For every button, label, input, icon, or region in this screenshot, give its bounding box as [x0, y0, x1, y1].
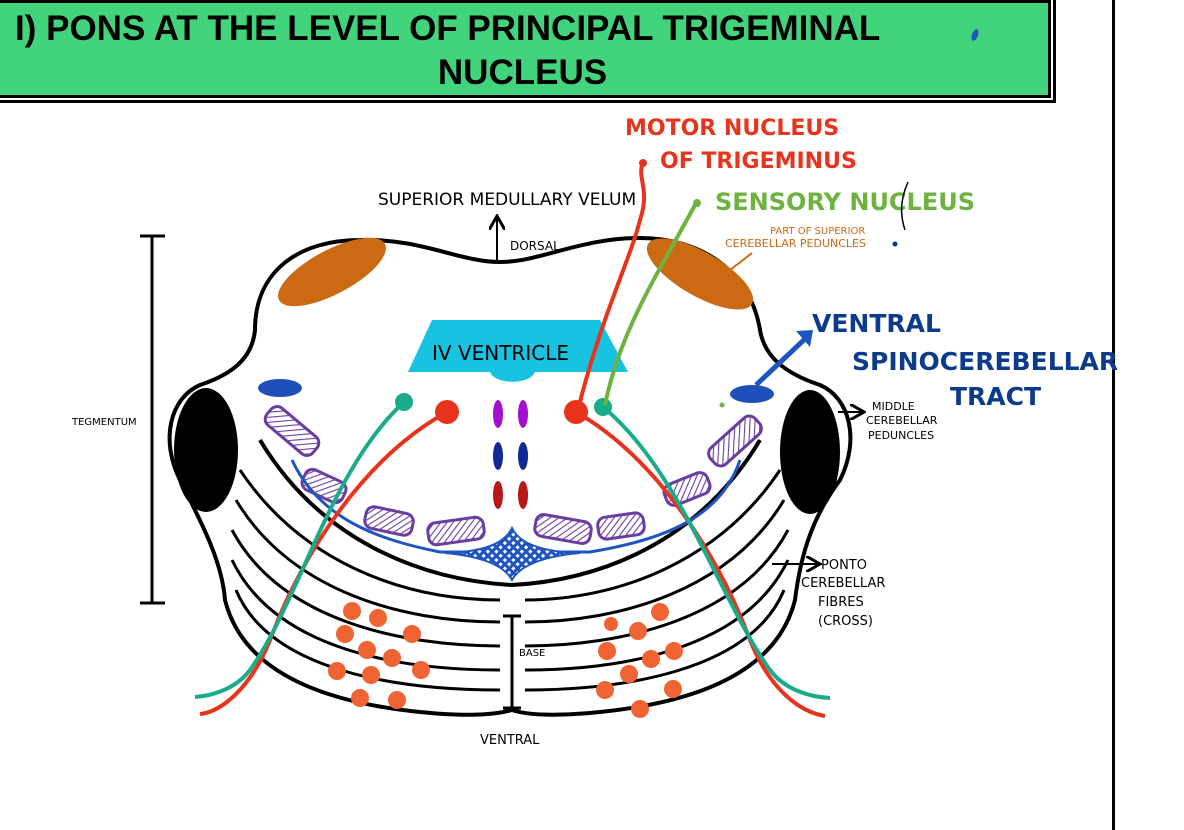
ventral-spino-label-2: SPINOCEREBELLAR — [852, 347, 1118, 376]
superior-cerebellar-pointer — [729, 252, 753, 271]
motor-tract-right — [575, 410, 826, 718]
fourth-ventricle — [408, 320, 628, 382]
midline-tracts — [493, 400, 528, 509]
title-line-1: I) PONS AT THE LEVEL OF PRINCIPAL TRIGEM… — [15, 9, 881, 48]
ventral-spinocerebellar-tract-left — [258, 379, 302, 397]
dorsal-label: DORSAL — [510, 239, 560, 253]
ventral-spino-pointer-head — [796, 330, 813, 347]
superior-cerebellar-peduncle-right — [646, 238, 754, 310]
teal-tract-left — [194, 400, 406, 699]
title-banner: I) PONS AT THE LEVEL OF PRINCIPAL TRIGEM… — [0, 0, 1051, 98]
sensory-nucleus-pointer — [603, 204, 697, 406]
sensory-nucleus-label: SENSORY NUCLEUS — [715, 188, 975, 216]
motor-nucleus-label-2: OF TRIGEMINUS — [660, 149, 857, 174]
medial-lemniscus — [263, 405, 763, 547]
middle-cerebellar-peduncle-right — [780, 390, 840, 514]
teal-tract-right — [601, 405, 831, 700]
teal-nucleus-left — [395, 393, 413, 411]
trapezoid-body — [444, 525, 581, 583]
sensory-principal-nucleus — [594, 398, 612, 416]
stray-dot-title — [971, 29, 979, 41]
superior-cerebellar-label-2: CEREBELLAR PEDUNCLES — [725, 237, 866, 250]
ponto-label-3: FIBRES — [818, 595, 864, 610]
ventral-spino-label-1: VENTRAL — [812, 309, 941, 338]
stray-dot-blue — [892, 241, 898, 247]
ponto-label-1: PONTO — [821, 558, 867, 573]
superior-medullary-velum-label: SUPERIOR MEDULLARY VELUM — [378, 190, 636, 210]
superior-cerebellar-peduncle-left — [278, 237, 386, 307]
motor-nucleus-label-1: MOTOR NUCLEUS — [625, 116, 839, 141]
tegmentum-label: TEGMENTUM — [71, 417, 137, 428]
motor-nucleus-right — [564, 400, 588, 424]
motor-pointer-tip — [639, 159, 647, 167]
page-margin-rule — [1112, 0, 1115, 830]
ventral-spino-label-3: TRACT — [950, 382, 1041, 411]
middle-cerebellar-label-3: PEDUNCLES — [868, 429, 934, 442]
title-line-2: NUCLEUS — [437, 53, 608, 92]
pontine-nuclei — [328, 602, 683, 718]
stray-pen-mark — [900, 181, 909, 231]
base-bracket — [503, 614, 521, 710]
ventral-label: VENTRAL — [480, 733, 540, 748]
fourth-ventricle-label: IV VENTRICLE — [432, 341, 569, 365]
middle-cerebellar-label-1: MIDDLE — [872, 400, 915, 413]
middle-cerebellar-peduncle-left — [174, 388, 238, 512]
motor-nucleus-pointer — [576, 164, 646, 411]
motor-nucleus-left — [435, 400, 459, 424]
ponto-label-4: (CROSS) — [818, 614, 873, 629]
superior-cerebellar-label-1: PART OF SUPERIOR — [770, 226, 865, 237]
ventral-spino-pointer — [754, 336, 808, 387]
ventral-spinocerebellar-tract-right — [730, 385, 774, 403]
stray-dot-green — [719, 402, 725, 408]
base-label: BASE — [519, 648, 545, 659]
pons-outline — [167, 235, 853, 717]
ponto-label-2: CEREBELLAR — [801, 576, 885, 591]
sensory-pointer-tip — [693, 199, 701, 207]
tegmentum-bracket — [140, 234, 165, 605]
middle-cerebellar-label-2: CEREBELLAR — [866, 414, 938, 427]
